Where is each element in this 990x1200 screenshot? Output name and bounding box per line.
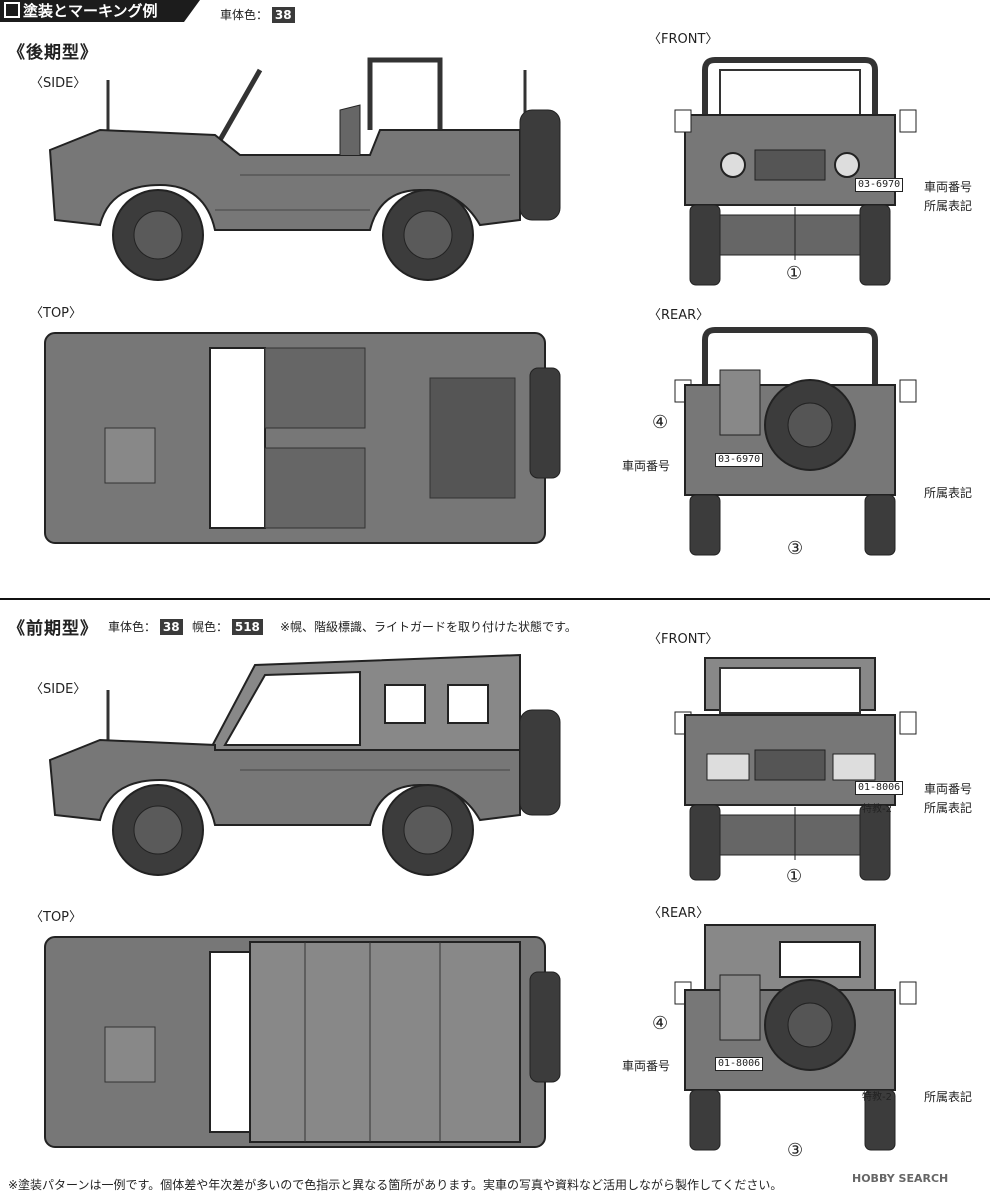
early-top-drawing bbox=[44, 936, 561, 1148]
early-front-marker-1: ① bbox=[786, 866, 803, 887]
early-body-color: 車体色： 38 bbox=[108, 618, 183, 635]
early-rear-marker-4: ④ bbox=[652, 1013, 669, 1034]
early-rear-plate: 01-8006 bbox=[715, 1057, 764, 1071]
late-top-label: 〈TOP〉 bbox=[30, 306, 83, 321]
late-front-vehicle-number-label: 車両番号 bbox=[924, 180, 973, 194]
late-rear-marker-3: ③ bbox=[787, 538, 804, 559]
late-rear-unit-label: 所属表記 bbox=[924, 486, 973, 500]
header-body-color: 車体色： 38 bbox=[220, 6, 295, 23]
watermark: HOBBY SEARCH bbox=[852, 1172, 949, 1185]
early-rear-unit-text: 特教-2 bbox=[862, 1092, 892, 1103]
late-side-drawing bbox=[48, 57, 561, 281]
late-side-label: 〈SIDE〉 bbox=[30, 76, 87, 91]
color-swatch: 38 bbox=[271, 7, 295, 23]
late-rear-marker-4: ④ bbox=[652, 412, 669, 433]
early-front-plate: 01-8006 bbox=[855, 781, 904, 795]
color-swatch: 518 bbox=[231, 619, 263, 635]
section-divider bbox=[0, 598, 990, 600]
early-front-label: 〈FRONT〉 bbox=[648, 632, 719, 647]
early-rear-label: 〈REAR〉 bbox=[648, 906, 710, 921]
early-note: ※幌、階級標識、ライトガードを取り付けた状態です。 bbox=[280, 620, 577, 634]
early-front-unit-text: 特教-2 bbox=[862, 804, 892, 815]
early-side-drawing bbox=[48, 653, 561, 876]
early-rear-marker-3: ③ bbox=[787, 1140, 804, 1161]
early-rear-vehicle-number-label: 車両番号 bbox=[622, 1059, 671, 1073]
early-rear-unit-label: 所属表記 bbox=[924, 1090, 973, 1104]
late-front-unit-label: 所属表記 bbox=[924, 199, 973, 213]
footer-note: ※塗装パターンは一例です。個体差や年次差が多いので色指示と異なる箇所があります。… bbox=[8, 1178, 783, 1192]
late-front-drawing bbox=[674, 57, 917, 286]
early-side-label: 〈SIDE〉 bbox=[30, 682, 87, 697]
early-hood-color: 幌色： 518 bbox=[192, 618, 263, 635]
late-model-title: 《後期型》 bbox=[8, 43, 98, 63]
early-front-unit-label: 所属表記 bbox=[924, 801, 973, 815]
late-rear-drawing bbox=[674, 327, 917, 556]
late-rear-vehicle-number-label: 車両番号 bbox=[622, 459, 671, 473]
late-front-label: 〈FRONT〉 bbox=[648, 32, 719, 47]
late-front-marker-1: ① bbox=[786, 263, 803, 284]
late-top-drawing bbox=[44, 332, 561, 544]
early-front-vehicle-number-label: 車両番号 bbox=[924, 782, 973, 796]
early-top-label: 〈TOP〉 bbox=[30, 910, 83, 925]
early-front-drawing bbox=[674, 657, 917, 881]
early-model-title: 《前期型》 bbox=[8, 619, 98, 639]
early-rear-drawing bbox=[674, 924, 917, 1151]
late-rear-label: 〈REAR〉 bbox=[648, 308, 710, 323]
header-title: 塗装とマーキング例 bbox=[0, 0, 200, 22]
color-swatch: 38 bbox=[159, 619, 183, 635]
late-front-plate: 03-6970 bbox=[855, 178, 904, 192]
square-icon bbox=[4, 2, 20, 18]
late-rear-plate: 03-6970 bbox=[715, 453, 764, 467]
